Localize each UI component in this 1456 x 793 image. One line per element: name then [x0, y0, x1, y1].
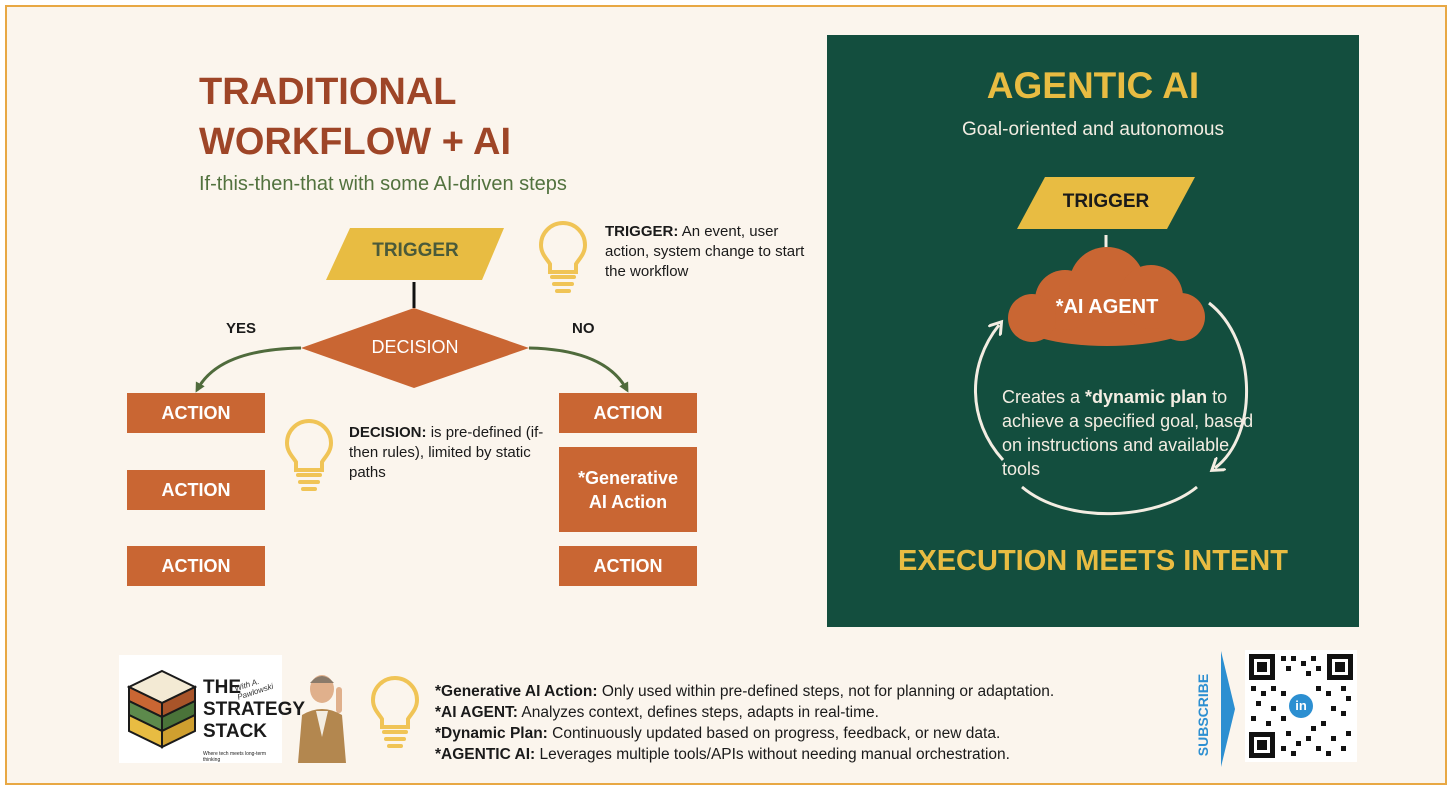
yes-action-1: ACTION	[127, 393, 265, 433]
agentic-diagram	[974, 177, 1249, 516]
decision-note: DECISION: is pre-defined (if-then rules)…	[349, 423, 549, 483]
footnote-generative-ai-action: *Generative AI Action: Only used within …	[435, 681, 1135, 702]
no-branch-arrow	[528, 346, 629, 393]
left-flowchart	[195, 220, 629, 748]
execution-meets-intent: EXECUTION MEETS INTENT	[898, 545, 1288, 577]
left-title-line-1: TRADITIONAL	[199, 71, 457, 113]
generative-ai-action: *Generative AI Action	[559, 447, 697, 532]
left-title: TRADITIONAL WORKFLOW + AI	[199, 67, 511, 167]
footnote-text: Only used within pre-defined steps, not …	[601, 683, 1055, 700]
plan-prefix: Creates a	[1002, 387, 1086, 407]
no-label: NO	[572, 320, 595, 337]
footnote-term: *Dynamic Plan:	[435, 725, 548, 742]
cycle-arrow-right	[1208, 301, 1249, 468]
presenter-illustration	[298, 675, 346, 763]
brand-tagline: Where tech meets long-term thinking	[203, 751, 267, 763]
no-action-1: ACTION	[559, 393, 697, 433]
footnote-agentic-ai: *AGENTIC AI: Leverages multiple tools/AP…	[435, 744, 1135, 765]
subscribe-arrow-icon[interactable]	[1219, 651, 1237, 767]
footnote-dynamic-plan: *Dynamic Plan: Continuously updated base…	[435, 723, 1135, 744]
brand-line-2: STRATEGY	[203, 699, 306, 720]
trigger-note-text: An event, user action, system change to …	[605, 223, 805, 280]
trigger-parallelogram	[326, 228, 504, 280]
no-action-3: ACTION	[559, 546, 697, 586]
cycle-arrow-bottom	[1021, 485, 1198, 516]
brand-name: THE STRATEGY STACK	[203, 677, 305, 743]
yes-action-3: ACTION	[127, 546, 265, 586]
agentic-title: AGENTIC AI	[986, 65, 1200, 106]
cloud-icon	[1008, 247, 1205, 346]
footnote-text: Analyzes context, defines steps, adapts …	[521, 704, 879, 721]
lightbulb-icon	[538, 220, 588, 293]
yes-label: YES	[226, 320, 257, 337]
decision-note-term: DECISION:	[349, 424, 427, 441]
brand-logo: THE STRATEGY STACK With A. Pawlowski Whe…	[119, 655, 346, 763]
decision-note-text: is pre-defined (if-then rules), limited …	[349, 424, 544, 481]
footnote-term: *Generative AI Action:	[435, 683, 598, 700]
brand-line-1: THE	[203, 677, 241, 698]
plan-bold: *dynamic plan	[1085, 387, 1208, 407]
footnote-term: *AI AGENT:	[435, 704, 518, 721]
trigger-note: TRIGGER: An event, user action, system c…	[605, 222, 825, 282]
dynamic-plan-text: Creates a *dynamic plan to achieve a spe…	[1002, 385, 1262, 481]
trigger-label: TRIGGER	[372, 240, 459, 261]
yes-branch-arrow	[195, 346, 302, 393]
cycle-arrow-left	[974, 325, 1005, 462]
plan-rest: to achieve a specified goal, based on in…	[1002, 387, 1254, 479]
infographic-canvas: TRADITIONAL WORKFLOW + AI If-this-then-t…	[5, 5, 1447, 785]
left-subtitle: If-this-then-that with some AI-driven st…	[199, 173, 567, 195]
footnote-term: *AGENTIC AI:	[435, 746, 536, 763]
footnote-ai-agent: *AI AGENT: Analyzes context, defines ste…	[435, 702, 1135, 723]
footnotes-list: *Generative AI Action: Only used within …	[435, 681, 1135, 765]
qr-code-graphic	[1249, 654, 1353, 758]
left-title-line-2: WORKFLOW + AI	[199, 121, 512, 163]
footnote-text: Continuously updated based on progress, …	[552, 725, 1001, 742]
layered-stack-icon	[127, 669, 197, 749]
agentic-trigger-parallelogram	[1017, 177, 1195, 229]
agentic-subtitle: Goal-oriented and autonomous	[962, 119, 1224, 140]
trigger-note-term: TRIGGER:	[605, 223, 679, 240]
agentic-ai-panel: AGENTIC AI Goal-oriented and autonomous	[827, 35, 1359, 627]
yes-action-2: ACTION	[127, 470, 265, 510]
qr-code-icon[interactable]: in	[1245, 650, 1357, 762]
ai-agent-label: *AI AGENT	[1055, 296, 1159, 318]
footnote-text: Leverages multiple tools/APIs without ne…	[539, 746, 1010, 763]
brand-line-3: STACK	[203, 721, 268, 742]
linkedin-icon: in	[1289, 694, 1313, 718]
decision-diamond	[301, 308, 529, 388]
subscribe-label[interactable]: SUBSCRIBE	[1195, 673, 1211, 757]
decision-label: DECISION	[371, 337, 459, 357]
lightbulb-icon	[370, 675, 420, 748]
agentic-trigger-label: TRIGGER	[1062, 191, 1150, 212]
lightbulb-icon	[284, 418, 334, 491]
